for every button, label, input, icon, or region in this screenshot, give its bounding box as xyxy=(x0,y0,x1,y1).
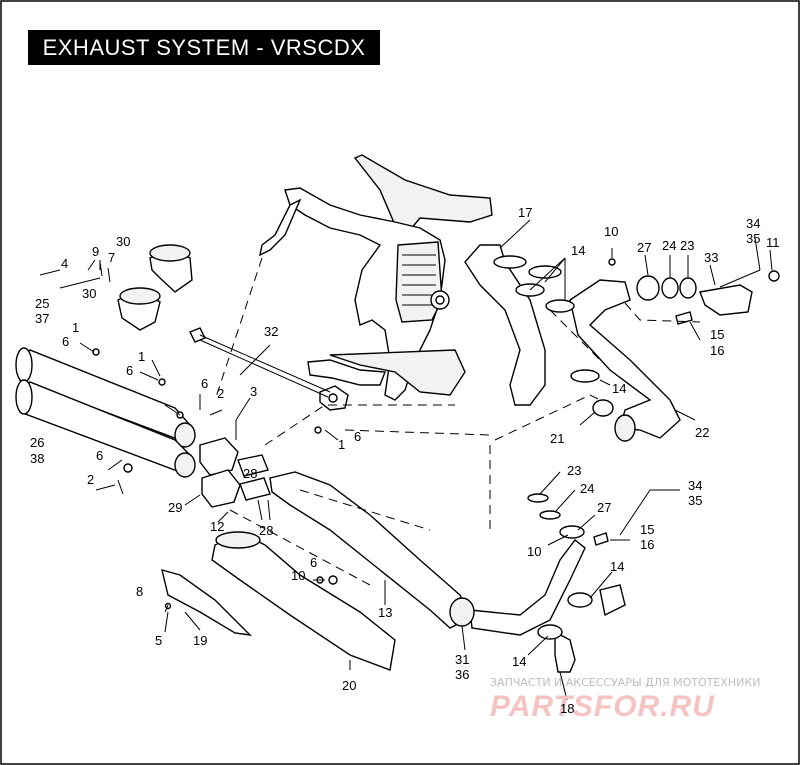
callout-28: 28 xyxy=(259,523,273,538)
callout-2: 2 xyxy=(87,472,94,487)
callout-31: 31 xyxy=(455,652,469,667)
callout-34: 34 xyxy=(746,216,760,231)
gasket-rings xyxy=(527,275,697,539)
callout-35: 35 xyxy=(688,493,702,508)
callout-9: 9 xyxy=(92,244,99,259)
callout-27: 27 xyxy=(637,240,651,255)
hose-18 xyxy=(554,584,626,673)
callout-14: 14 xyxy=(571,243,585,258)
callout-10: 10 xyxy=(291,568,305,583)
callout-2: 2 xyxy=(217,386,224,401)
motorcycle-frame xyxy=(259,154,493,411)
o2-sensor xyxy=(593,311,693,546)
callout-12: 12 xyxy=(210,519,224,534)
callout-10: 10 xyxy=(604,224,618,239)
callout-23: 23 xyxy=(567,463,581,478)
callout-38: 38 xyxy=(30,451,44,466)
muffler-lower xyxy=(15,379,196,478)
clamp-29-upper xyxy=(199,437,239,476)
part-32-rod xyxy=(189,327,331,398)
front-pipe-22 xyxy=(569,279,681,442)
callout-11: 11 xyxy=(766,235,780,250)
callout-18: 18 xyxy=(560,701,574,716)
callout-labels: 30 9 4 7 30 25 37 1 6 1 6 6 2 3 32 26 38… xyxy=(30,205,780,716)
clamp-29-lower xyxy=(201,469,241,508)
callout-6: 6 xyxy=(201,376,208,391)
callout-4: 4 xyxy=(61,256,68,271)
watermark-line2: PARTSFOR.RU xyxy=(490,690,715,723)
callout-1: 1 xyxy=(138,349,145,364)
leader-lines xyxy=(39,219,773,701)
callout-24: 24 xyxy=(662,238,676,253)
callout-30: 30 xyxy=(116,234,130,249)
callout-21: 21 xyxy=(550,431,564,446)
callout-6: 6 xyxy=(354,429,361,444)
callout-6: 6 xyxy=(310,555,317,570)
callout-23: 23 xyxy=(680,238,694,253)
title-bar: EXHAUST SYSTEM - VRSCDX xyxy=(28,30,380,65)
callout-28: 28 xyxy=(243,466,257,481)
header-pipe-31 xyxy=(269,471,586,636)
callout-30: 30 xyxy=(82,286,96,301)
callout-33: 33 xyxy=(704,250,718,265)
callout-20: 20 xyxy=(342,678,356,693)
callout-6: 6 xyxy=(62,334,69,349)
callout-16: 16 xyxy=(640,537,654,552)
callout-13: 13 xyxy=(378,605,392,620)
callout-6: 6 xyxy=(96,448,103,463)
callout-10: 10 xyxy=(527,544,541,559)
diagram-title: EXHAUST SYSTEM - VRSCDX xyxy=(42,35,366,60)
callout-14: 14 xyxy=(612,381,626,396)
callout-7: 7 xyxy=(108,250,115,265)
muffler-upper xyxy=(15,347,196,448)
callout-22: 22 xyxy=(695,425,709,440)
bracket-19 xyxy=(161,569,252,636)
callout-29: 29 xyxy=(168,500,182,515)
heat-shield-33 xyxy=(699,269,780,316)
callout-19: 19 xyxy=(193,633,207,648)
callout-16: 16 xyxy=(710,343,724,358)
callout-36: 36 xyxy=(455,667,469,682)
callout-24: 24 xyxy=(580,481,594,496)
callout-37: 37 xyxy=(35,311,49,326)
callout-27: 27 xyxy=(597,500,611,515)
callout-35: 35 xyxy=(746,231,760,246)
callout-6: 6 xyxy=(126,363,133,378)
callout-15: 15 xyxy=(710,327,724,342)
callout-5: 5 xyxy=(155,633,162,648)
callout-34: 34 xyxy=(688,478,702,493)
callout-15: 15 xyxy=(640,522,654,537)
sleeve-30-upper xyxy=(149,244,193,293)
heat-shield-20 xyxy=(211,531,396,671)
assembly-lines xyxy=(214,257,701,586)
callout-3: 3 xyxy=(250,384,257,399)
callout-14: 14 xyxy=(610,559,624,574)
callout-26: 26 xyxy=(30,435,44,450)
callout-1: 1 xyxy=(338,437,345,452)
callout-8: 8 xyxy=(136,584,143,599)
callout-32: 32 xyxy=(264,324,278,339)
clamp-28 xyxy=(237,454,271,501)
watermark-line1: ЗАПЧАСТИ И АКСЕССУАРЫ ДЛЯ МОТОТЕХНИКИ xyxy=(490,676,760,689)
callout-1: 1 xyxy=(72,320,79,335)
sleeve-30-lower xyxy=(117,287,161,331)
callout-25: 25 xyxy=(35,296,49,311)
callout-14: 14 xyxy=(512,654,526,669)
callout-17: 17 xyxy=(518,205,532,220)
